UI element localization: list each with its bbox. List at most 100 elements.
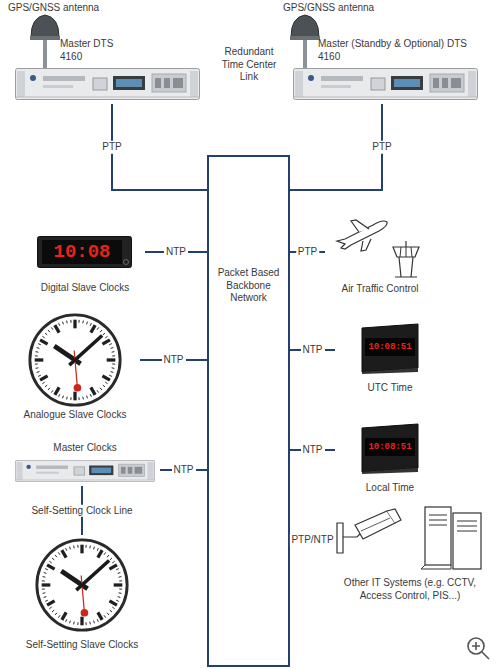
master-clock-device	[152, 74, 186, 92]
master-clock-device	[17, 462, 23, 480]
analogue-clock-art	[35, 358, 44, 361]
gps-antenna	[30, 36, 60, 40]
air-traffic-icon	[405, 241, 406, 247]
device-node: 10:08:51UTC Time	[335, 322, 445, 398]
antenna-label: GPS/GNSS antenna	[283, 2, 413, 15]
analogue-clock-art	[51, 390, 53, 392]
master-clock-device	[294, 69, 478, 100]
analogue-clock-art	[73, 358, 77, 362]
master-clock-device	[147, 462, 153, 480]
analogue-clock-art	[86, 396, 88, 399]
clock-display-time: 10:08	[42, 241, 122, 263]
network-name: Packet Based Backbone Network	[213, 267, 284, 305]
analogue-clock-art	[77, 545, 78, 548]
it-systems-icon	[453, 513, 481, 569]
analogue-clock-art	[109, 601, 116, 605]
clock-display-time: 10:08:51	[360, 441, 420, 453]
device-node: Analogue Slave Clocks	[10, 312, 140, 422]
device-node: Air Traffic Control	[325, 215, 435, 300]
master-clock-device	[391, 76, 423, 90]
analogue-clock-art	[107, 555, 109, 557]
device-caption: Other IT Systems (e.g. CCTV, Access Cont…	[335, 577, 485, 602]
analogue-clock-art	[55, 613, 57, 615]
it-systems-icon	[335, 503, 485, 573]
analogue-clock-art	[35, 355, 38, 356]
analogue-clock-art	[49, 561, 51, 563]
analogue-clock-art	[62, 612, 66, 619]
analogue-clock-art	[103, 333, 105, 335]
protocol-label: NTP	[301, 344, 325, 357]
digital-clock-art	[38, 237, 132, 268]
device-node: Master Clocks	[10, 442, 160, 486]
analogue-clock-art	[45, 600, 48, 601]
analogue-clock-art	[48, 388, 50, 390]
gps-antenna	[291, 15, 319, 37]
analogue-clock-art	[107, 358, 116, 361]
device-name: Master (Standby & Optional) DTS 4160	[318, 38, 468, 63]
link-label: Redundant Time Center Link	[214, 46, 284, 84]
analogue-clock-art	[45, 333, 47, 335]
protocol-label: NTP	[172, 464, 196, 477]
analogue-clock-art	[110, 558, 112, 560]
master-clock-device	[119, 464, 145, 476]
analogue-clock-art	[73, 320, 76, 329]
analogue-clock-art	[80, 545, 83, 554]
protocol-label: NTP	[301, 444, 325, 457]
analogue-clock-art	[37, 347, 40, 349]
analogue-clock-art	[62, 396, 64, 399]
device-node: Master DTS 4160	[10, 38, 205, 104]
protocol-label: PTP/NTP	[289, 534, 335, 547]
master-clock-device	[433, 78, 439, 88]
master-clock-device	[113, 76, 145, 90]
analogue-clock-art	[73, 392, 76, 401]
analogue-clock-art	[42, 588, 45, 589]
analogue-clock-art	[85, 545, 86, 548]
master-clock-device	[135, 467, 143, 474]
network-backbone-box: Packet Based Backbone Network	[207, 155, 290, 667]
analogue-clock-art	[109, 375, 112, 376]
analogue-clock-art	[82, 397, 84, 400]
master-clock-device	[190, 71, 198, 97]
antenna-label: GPS/GNSS antenna	[8, 2, 138, 15]
analogue-clock-art	[112, 363, 115, 364]
analogue-clock-art	[42, 580, 45, 581]
analogue-clock-art	[44, 596, 47, 598]
analogue-clock-art	[91, 387, 95, 394]
master-clock-device	[74, 467, 85, 475]
analogue-clock-art	[43, 592, 46, 594]
gps-antenna	[290, 36, 320, 40]
gps-antenna	[303, 36, 307, 70]
device-caption: Analogue Slave Clocks	[10, 409, 140, 422]
analogue-clock-art	[90, 323, 91, 326]
analogue-clock-art	[107, 613, 109, 615]
analogue-clock-art	[34, 537, 130, 633]
analogue-clock-art	[58, 552, 60, 554]
analogue-clock-art	[42, 336, 44, 338]
air-traffic-icon	[333, 215, 433, 279]
master-clock-device	[371, 78, 385, 90]
device-caption: Local Time	[335, 482, 445, 495]
master-clock-device	[173, 78, 183, 88]
master-clock-device	[43, 85, 73, 88]
analogue-clock-art	[58, 615, 60, 617]
analogue-clock-art	[110, 610, 112, 612]
master-clock-device	[15, 460, 155, 482]
analogue-clock-art	[86, 322, 88, 325]
analogue-clock-art	[47, 601, 54, 605]
analogue-clock-art	[66, 619, 67, 622]
analogue-clock-art	[118, 596, 121, 598]
master-clock-device	[26, 465, 31, 469]
analogue-clock-art	[116, 600, 119, 601]
it-systems-icon	[337, 523, 343, 553]
analogue-clock-art	[112, 367, 115, 369]
analogue-clock-art	[112, 355, 115, 356]
analogue-clock-art	[48, 330, 50, 332]
air-traffic-icon	[406, 247, 407, 257]
analogue-clock-art	[98, 612, 102, 619]
analogue-clock-art	[118, 572, 121, 574]
it-systems-icon	[429, 525, 447, 526]
master-clock-device	[295, 71, 303, 97]
analogue-clock-art	[27, 312, 123, 408]
analogue-clock-art	[89, 622, 91, 625]
analogue-clock-art	[119, 580, 122, 581]
